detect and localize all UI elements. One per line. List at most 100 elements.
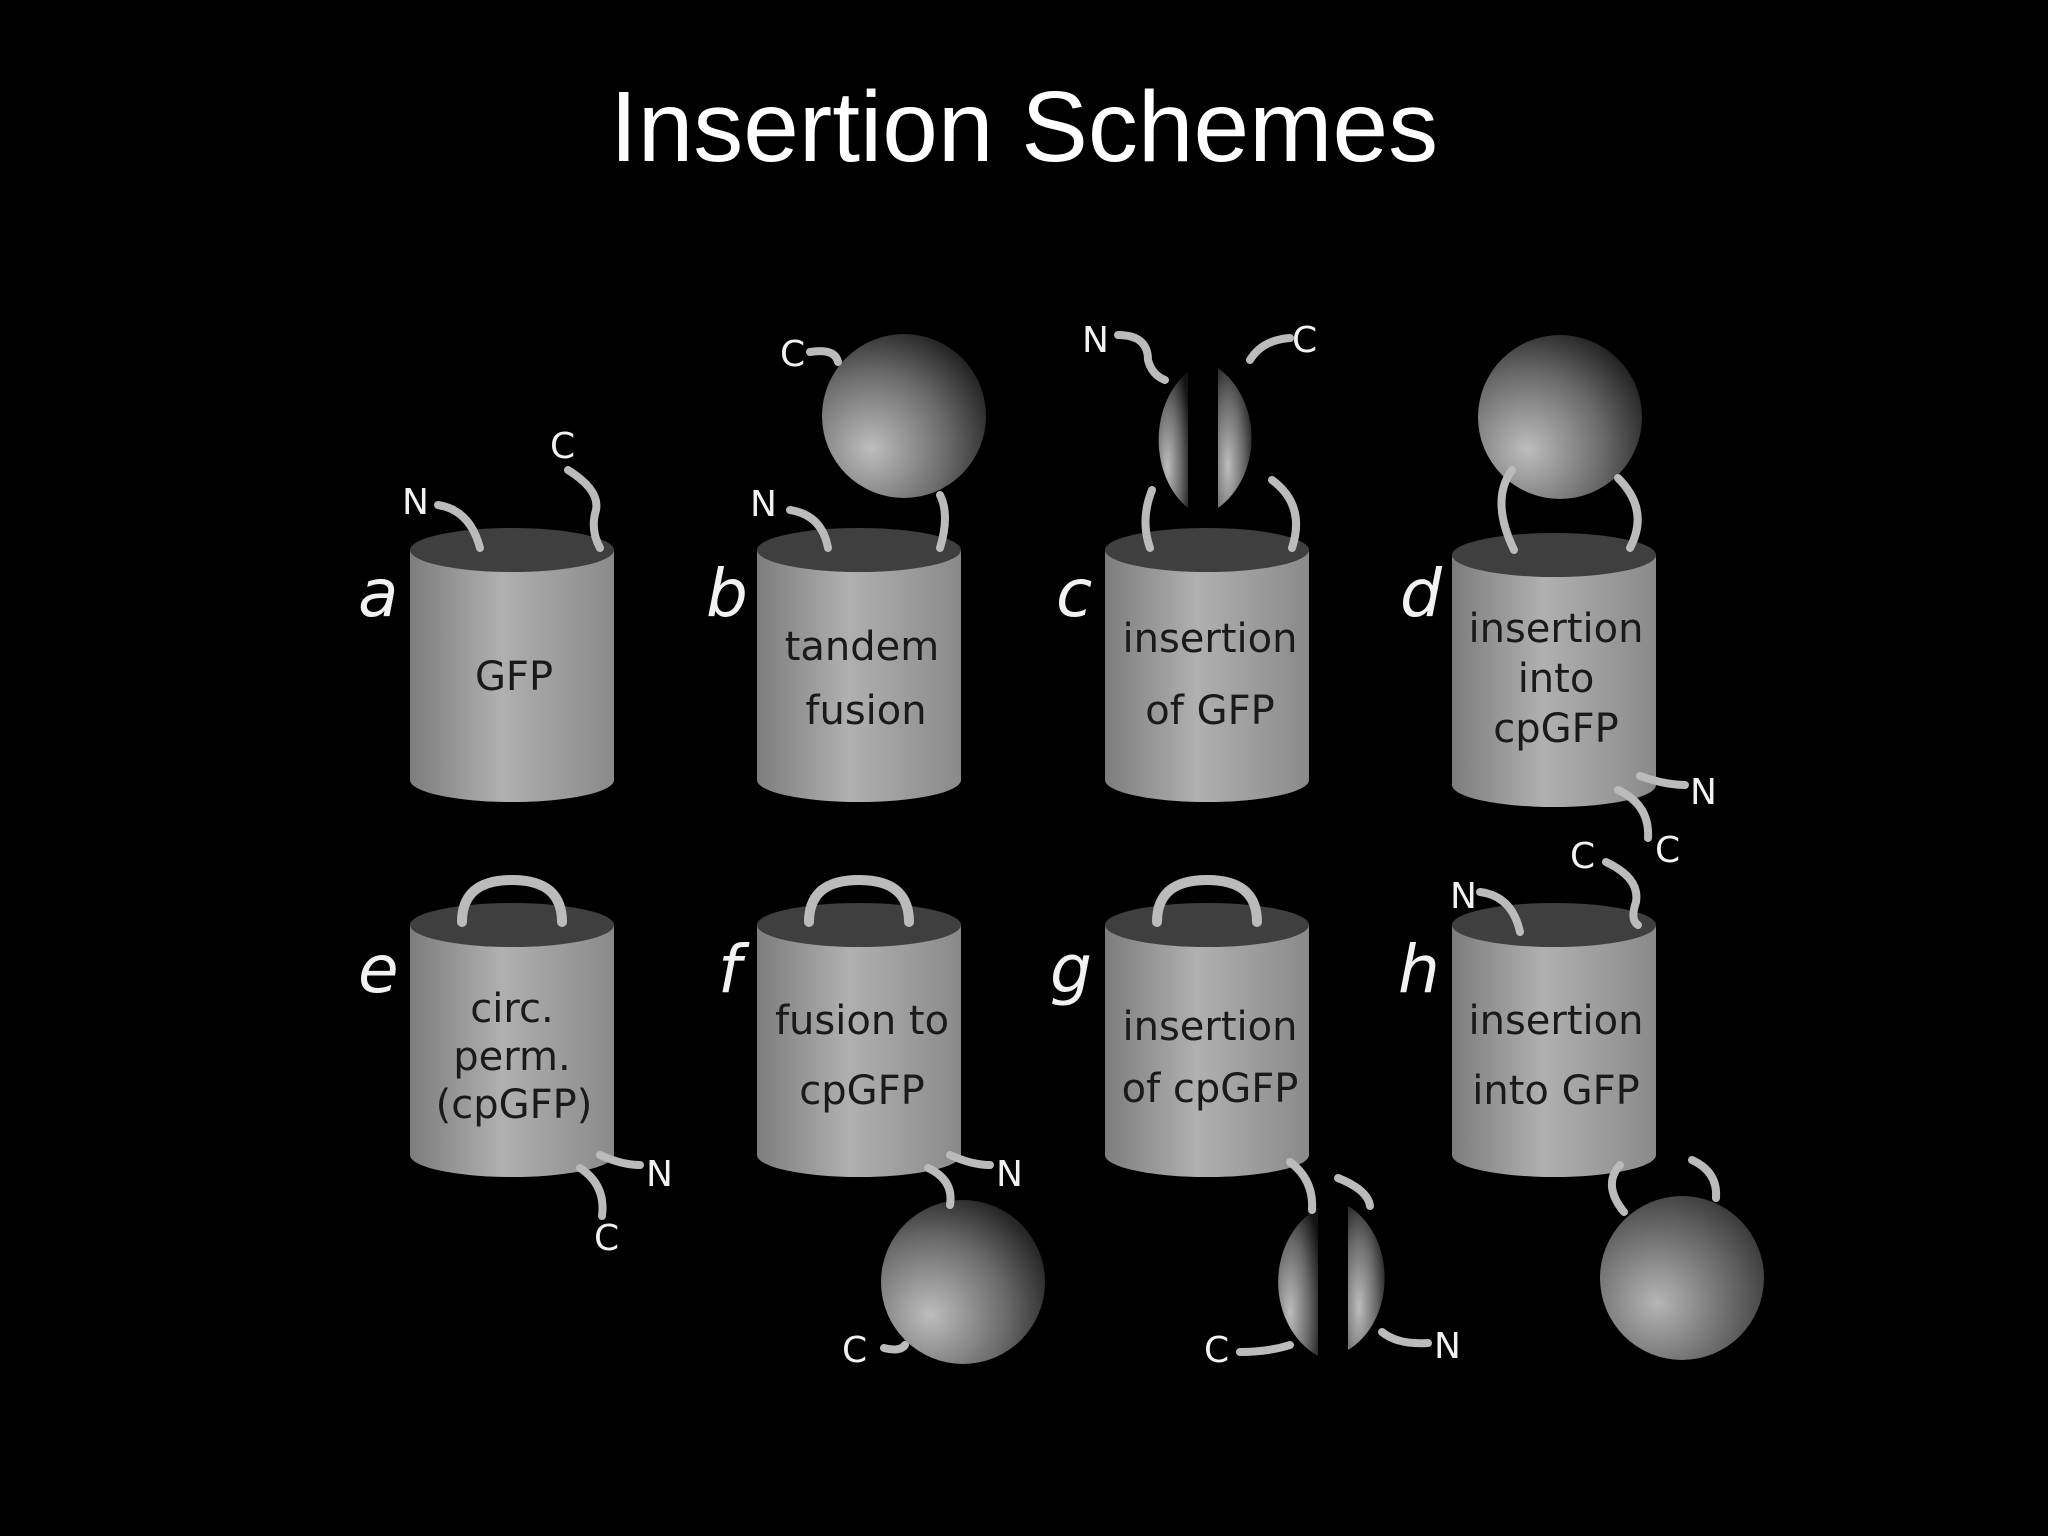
panel-letter-g: g	[1050, 931, 1092, 1008]
c-terminus-linker	[1614, 786, 1653, 842]
linker	[1608, 1161, 1628, 1216]
c-terminus-linker	[576, 1164, 607, 1220]
n-terminus-label: N	[996, 1154, 1023, 1195]
loop-handle	[1152, 874, 1262, 927]
cylinder-label: GFP	[475, 654, 553, 700]
fused-protein-sphere	[881, 1200, 1045, 1364]
linker	[924, 1164, 955, 1209]
n-terminus-linker	[1378, 1328, 1432, 1348]
cylinder-label-line: tandem	[785, 624, 940, 670]
panel-letter-c: c	[1056, 555, 1092, 632]
panel-h: h N C insertion into GFP	[1398, 836, 1764, 1360]
gfp-cylinder	[410, 528, 614, 802]
inserted-protein-sphere	[1478, 335, 1642, 499]
loop-handle	[804, 874, 914, 927]
panel-letter-f: f	[718, 931, 750, 1008]
c-terminus-linker	[1236, 1341, 1294, 1356]
n-terminus-linker	[786, 506, 832, 552]
n-terminus-linker	[1476, 888, 1524, 936]
loop-handle	[457, 874, 567, 927]
linker	[1688, 1156, 1721, 1202]
n-terminus-linker	[596, 1151, 644, 1169]
cylinder-label-line: fusion to	[775, 998, 949, 1044]
n-terminus-linker	[434, 501, 484, 552]
c-terminus-label: C	[780, 334, 805, 375]
cylinder-label-line: insertion	[1123, 1004, 1298, 1050]
n-terminus-label: N	[1082, 320, 1109, 361]
cylinder-label: circ. perm. (cpGFP)	[436, 986, 593, 1128]
n-terminus-label: N	[750, 484, 777, 525]
gfp-cylinder	[1452, 903, 1656, 1177]
cylinder-label-line: into GFP	[1472, 1068, 1639, 1114]
gfp-cylinder	[1452, 533, 1656, 807]
panel-letter-a: a	[358, 555, 398, 632]
cylinder-label-line: fusion	[805, 688, 926, 734]
c-terminus-linker	[1246, 334, 1294, 364]
slide-title: Insertion Schemes	[609, 71, 1439, 183]
n-terminus-label: N	[1450, 876, 1477, 917]
cylinder-label-line: of GFP	[1145, 688, 1274, 734]
panel-a: a N C GFP	[358, 426, 614, 802]
c-terminus-label: C	[1570, 836, 1595, 877]
cylinder-label-line: insertion	[1469, 998, 1644, 1044]
panel-letter-d: d	[1400, 555, 1443, 632]
c-terminus-label: C	[842, 1330, 867, 1371]
split-protein-half	[1278, 1208, 1318, 1356]
n-terminus-linker	[1114, 331, 1169, 384]
cylinder-label-line: GFP	[475, 654, 553, 700]
linker	[936, 491, 949, 552]
panel-f: f N C fusion to cpGFP	[718, 874, 1045, 1371]
n-terminus-linker	[946, 1151, 994, 1169]
c-terminus-linker	[880, 1341, 909, 1354]
cylinder-label-line: perm.	[453, 1034, 570, 1080]
panel-d: d N C insertion into cpGFP	[1400, 335, 1717, 871]
n-terminus-label: N	[646, 1154, 673, 1195]
cylinder-label-line: insertion	[1123, 616, 1298, 662]
panel-b: b N C tandem fusion	[706, 334, 986, 802]
linker	[1268, 476, 1301, 552]
linker	[1334, 1174, 1374, 1210]
gfp-cylinder	[757, 528, 961, 802]
linker	[1141, 486, 1156, 552]
c-terminus-label: C	[1292, 320, 1317, 361]
cylinder-label-line: cpGFP	[799, 1068, 925, 1114]
inserted-protein-sphere	[1600, 1196, 1764, 1360]
cylinder-label-line: insertion	[1469, 606, 1644, 652]
c-terminus-label: C	[1204, 1330, 1229, 1371]
cylinder-label-line: cpGFP	[1493, 706, 1619, 752]
cylinder-label: tandem fusion	[785, 624, 940, 734]
cylinder-label: insertion into GFP	[1469, 998, 1644, 1114]
split-protein-half	[1348, 1206, 1385, 1350]
cylinder-label: insertion of cpGFP	[1122, 1004, 1299, 1112]
fused-protein-sphere	[822, 334, 986, 498]
cylinder-label-line: of cpGFP	[1122, 1066, 1299, 1112]
panel-g: g C N insertion of cpGFP	[1050, 874, 1461, 1371]
panel-letter-h: h	[1398, 931, 1440, 1008]
cylinder-label-line: circ.	[470, 986, 553, 1032]
linker	[1286, 1158, 1317, 1214]
panel-c: c N C insertion of GFP	[1056, 320, 1317, 802]
cylinder-label-line: into	[1518, 656, 1595, 702]
c-terminus-linker	[806, 347, 842, 366]
panel-letter-e: e	[358, 931, 399, 1008]
cylinder-label: fusion to cpGFP	[775, 998, 949, 1114]
split-protein-half	[1218, 368, 1252, 508]
c-terminus-label: C	[1655, 830, 1680, 871]
panel-letter-b: b	[706, 555, 748, 632]
linker	[1614, 474, 1642, 552]
c-terminus-linker	[564, 466, 604, 552]
linker	[1497, 466, 1518, 554]
n-terminus-label: N	[1690, 772, 1717, 813]
gfp-cylinder	[1105, 528, 1309, 802]
c-terminus-label: C	[550, 426, 575, 467]
cylinder-label: insertion into cpGFP	[1469, 606, 1644, 752]
n-terminus-label: N	[402, 482, 429, 523]
n-terminus-label: N	[1434, 1326, 1461, 1367]
c-terminus-label: C	[594, 1218, 619, 1259]
n-terminus-linker	[1636, 772, 1689, 789]
split-protein-half	[1158, 372, 1188, 508]
cylinder-label-line: (cpGFP)	[436, 1082, 593, 1128]
c-terminus-linker	[1602, 858, 1642, 929]
panel-e: e N C circ. perm. (cpGFP)	[358, 874, 673, 1259]
